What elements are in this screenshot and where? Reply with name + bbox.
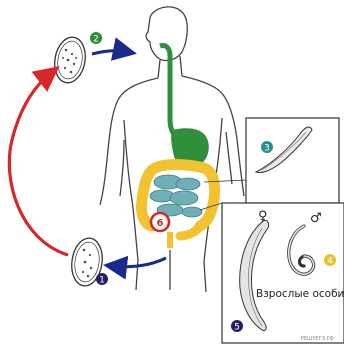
male-symbol: ♂	[310, 211, 322, 226]
svg-text:6: 6	[157, 218, 164, 229]
svg-text:1: 1	[99, 276, 105, 286]
esophagus-and-stomach	[160, 45, 209, 167]
marker-1: 1	[96, 273, 108, 286]
marker-6: 6	[151, 213, 169, 231]
ingestion-arrow	[92, 51, 128, 54]
larva-inset	[204, 118, 339, 203]
female-symbol: ♀	[258, 209, 268, 224]
adults-label: Взрослые особи	[256, 288, 344, 300]
svg-text:2: 2	[93, 35, 99, 45]
svg-text:4: 4	[327, 257, 333, 267]
svg-text:3: 3	[264, 144, 270, 154]
egg-top	[51, 35, 89, 86]
small-intestine	[150, 175, 202, 217]
svg-text:5: 5	[234, 323, 240, 333]
cycle-arrow	[9, 72, 68, 255]
watermark: РЕШУЕГЭ.РФ	[301, 336, 335, 342]
marker-2: 2	[90, 32, 102, 45]
adults-inset	[200, 203, 344, 343]
egg-laying-arrow	[112, 258, 166, 267]
